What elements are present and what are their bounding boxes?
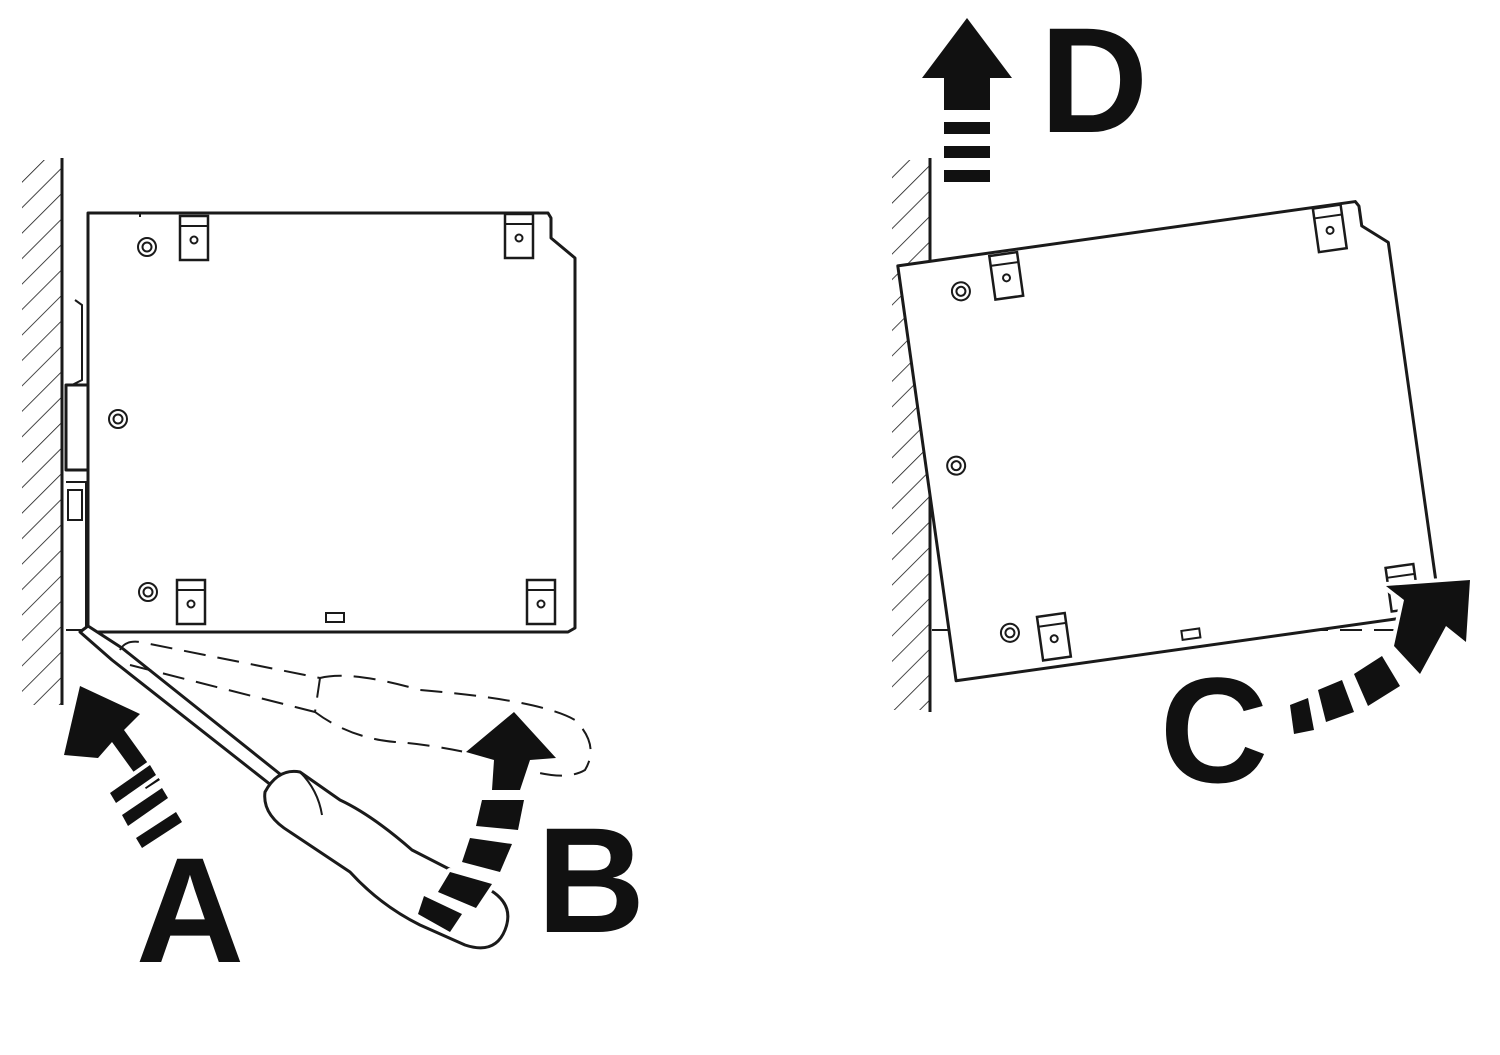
device-right — [896, 200, 1442, 683]
label-b: B — [537, 796, 645, 964]
label-d: D — [1040, 0, 1148, 164]
right-panel: C D — [892, 0, 1474, 819]
left-panel: A B — [22, 158, 650, 999]
arrow-a-icon — [60, 682, 186, 852]
arrow-b-icon — [414, 708, 560, 936]
screwdriver-ghost — [119, 640, 592, 777]
din-rail-left — [64, 299, 90, 631]
wall-left — [22, 158, 64, 705]
arrow-c-icon — [1286, 576, 1474, 738]
arrow-d-icon — [918, 14, 1016, 186]
label-a: A — [136, 826, 244, 994]
device-left — [86, 211, 577, 634]
label-c: C — [1160, 646, 1268, 814]
